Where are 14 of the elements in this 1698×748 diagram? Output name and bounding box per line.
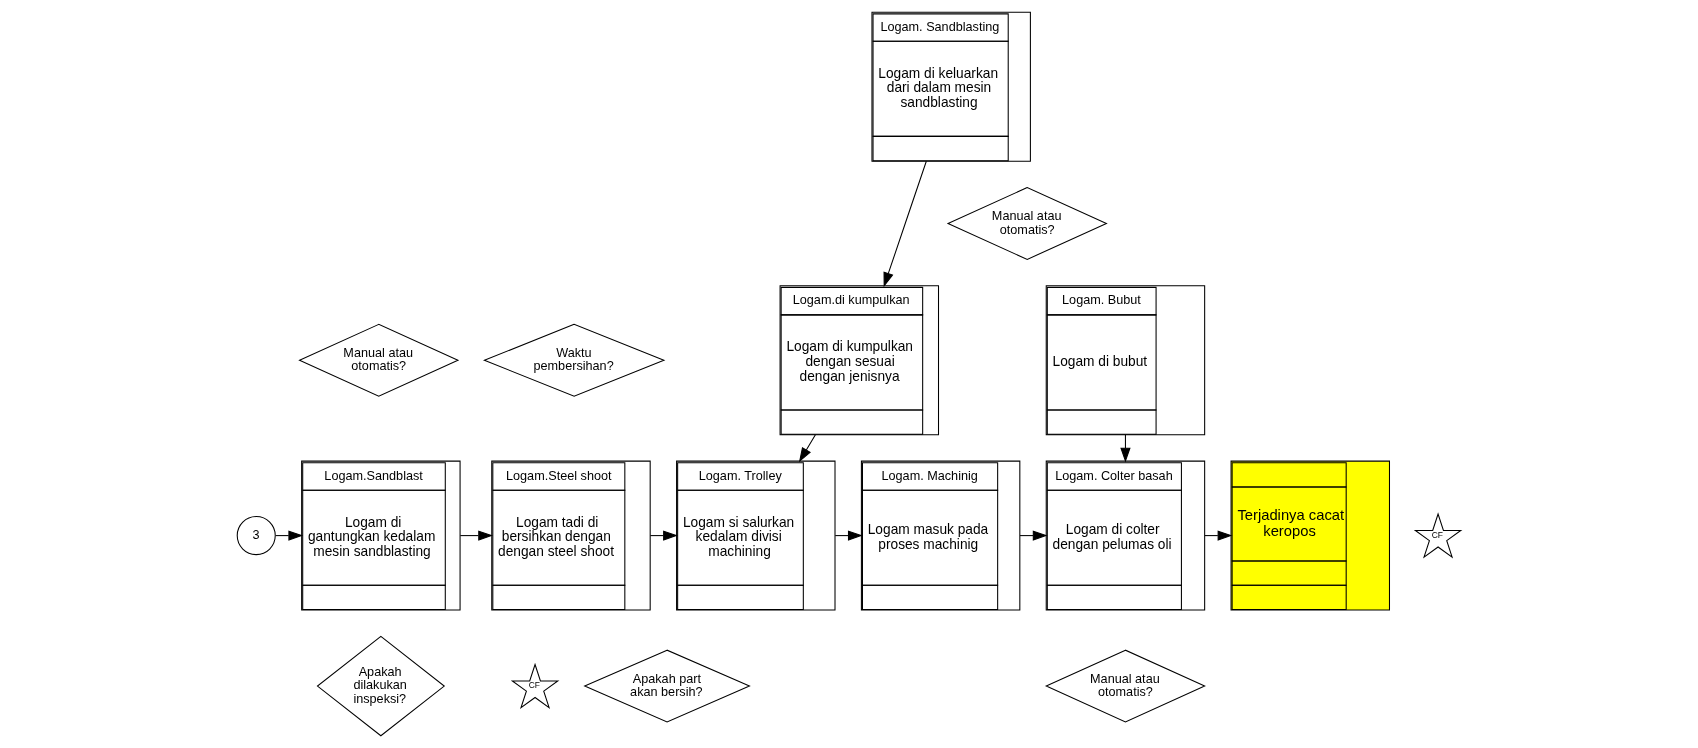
arrow — [649, 530, 678, 541]
arrow — [1120, 434, 1131, 463]
node-diamond: Apakah dilakukan inspeksi? — [316, 635, 446, 737]
arrow — [798, 434, 816, 463]
node-circle: 3 — [236, 516, 276, 556]
arrow — [883, 160, 927, 288]
node-diamond: Waktu pembersihan? — [482, 323, 666, 397]
node-diamond: Manual atau otomatis? — [298, 323, 460, 397]
arrow — [1019, 530, 1048, 541]
arrow — [834, 530, 863, 541]
node-diamond: Apakah part akan bersih? — [583, 649, 751, 723]
node-diamond: Manual atau otomatis? — [946, 187, 1108, 260]
arrow — [459, 530, 494, 541]
node-diamond: Manual atau otomatis? — [1044, 649, 1206, 723]
